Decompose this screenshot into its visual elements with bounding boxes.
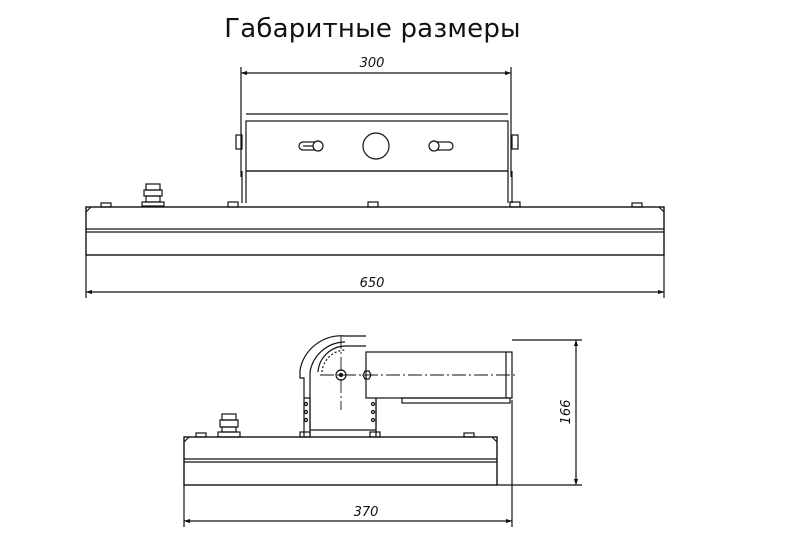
top-bolts (100, 201, 643, 208)
dim-650-label: 650 (360, 276, 385, 291)
side-view: 166 370 (183, 335, 582, 527)
dim-370-label: 370 (354, 505, 379, 520)
cable-gland-top (141, 183, 165, 207)
dimension-300: 300 (240, 56, 512, 110)
side-bolts (195, 431, 475, 438)
dimension-370: 370 (183, 400, 513, 527)
dimension-166: 166 (497, 339, 582, 486)
top-view: 300 (85, 56, 665, 298)
luminaire-body-top (85, 206, 665, 256)
cable-gland-side (217, 413, 241, 438)
luminaire-body-side (183, 436, 498, 486)
mounting-bracket (235, 110, 519, 203)
dimension-650: 650 (85, 255, 665, 298)
dim-166-label: 166 (559, 400, 574, 425)
dim-300-label: 300 (360, 56, 385, 71)
page-title: Габаритные размеры (224, 14, 521, 44)
side-bracket (299, 335, 518, 437)
